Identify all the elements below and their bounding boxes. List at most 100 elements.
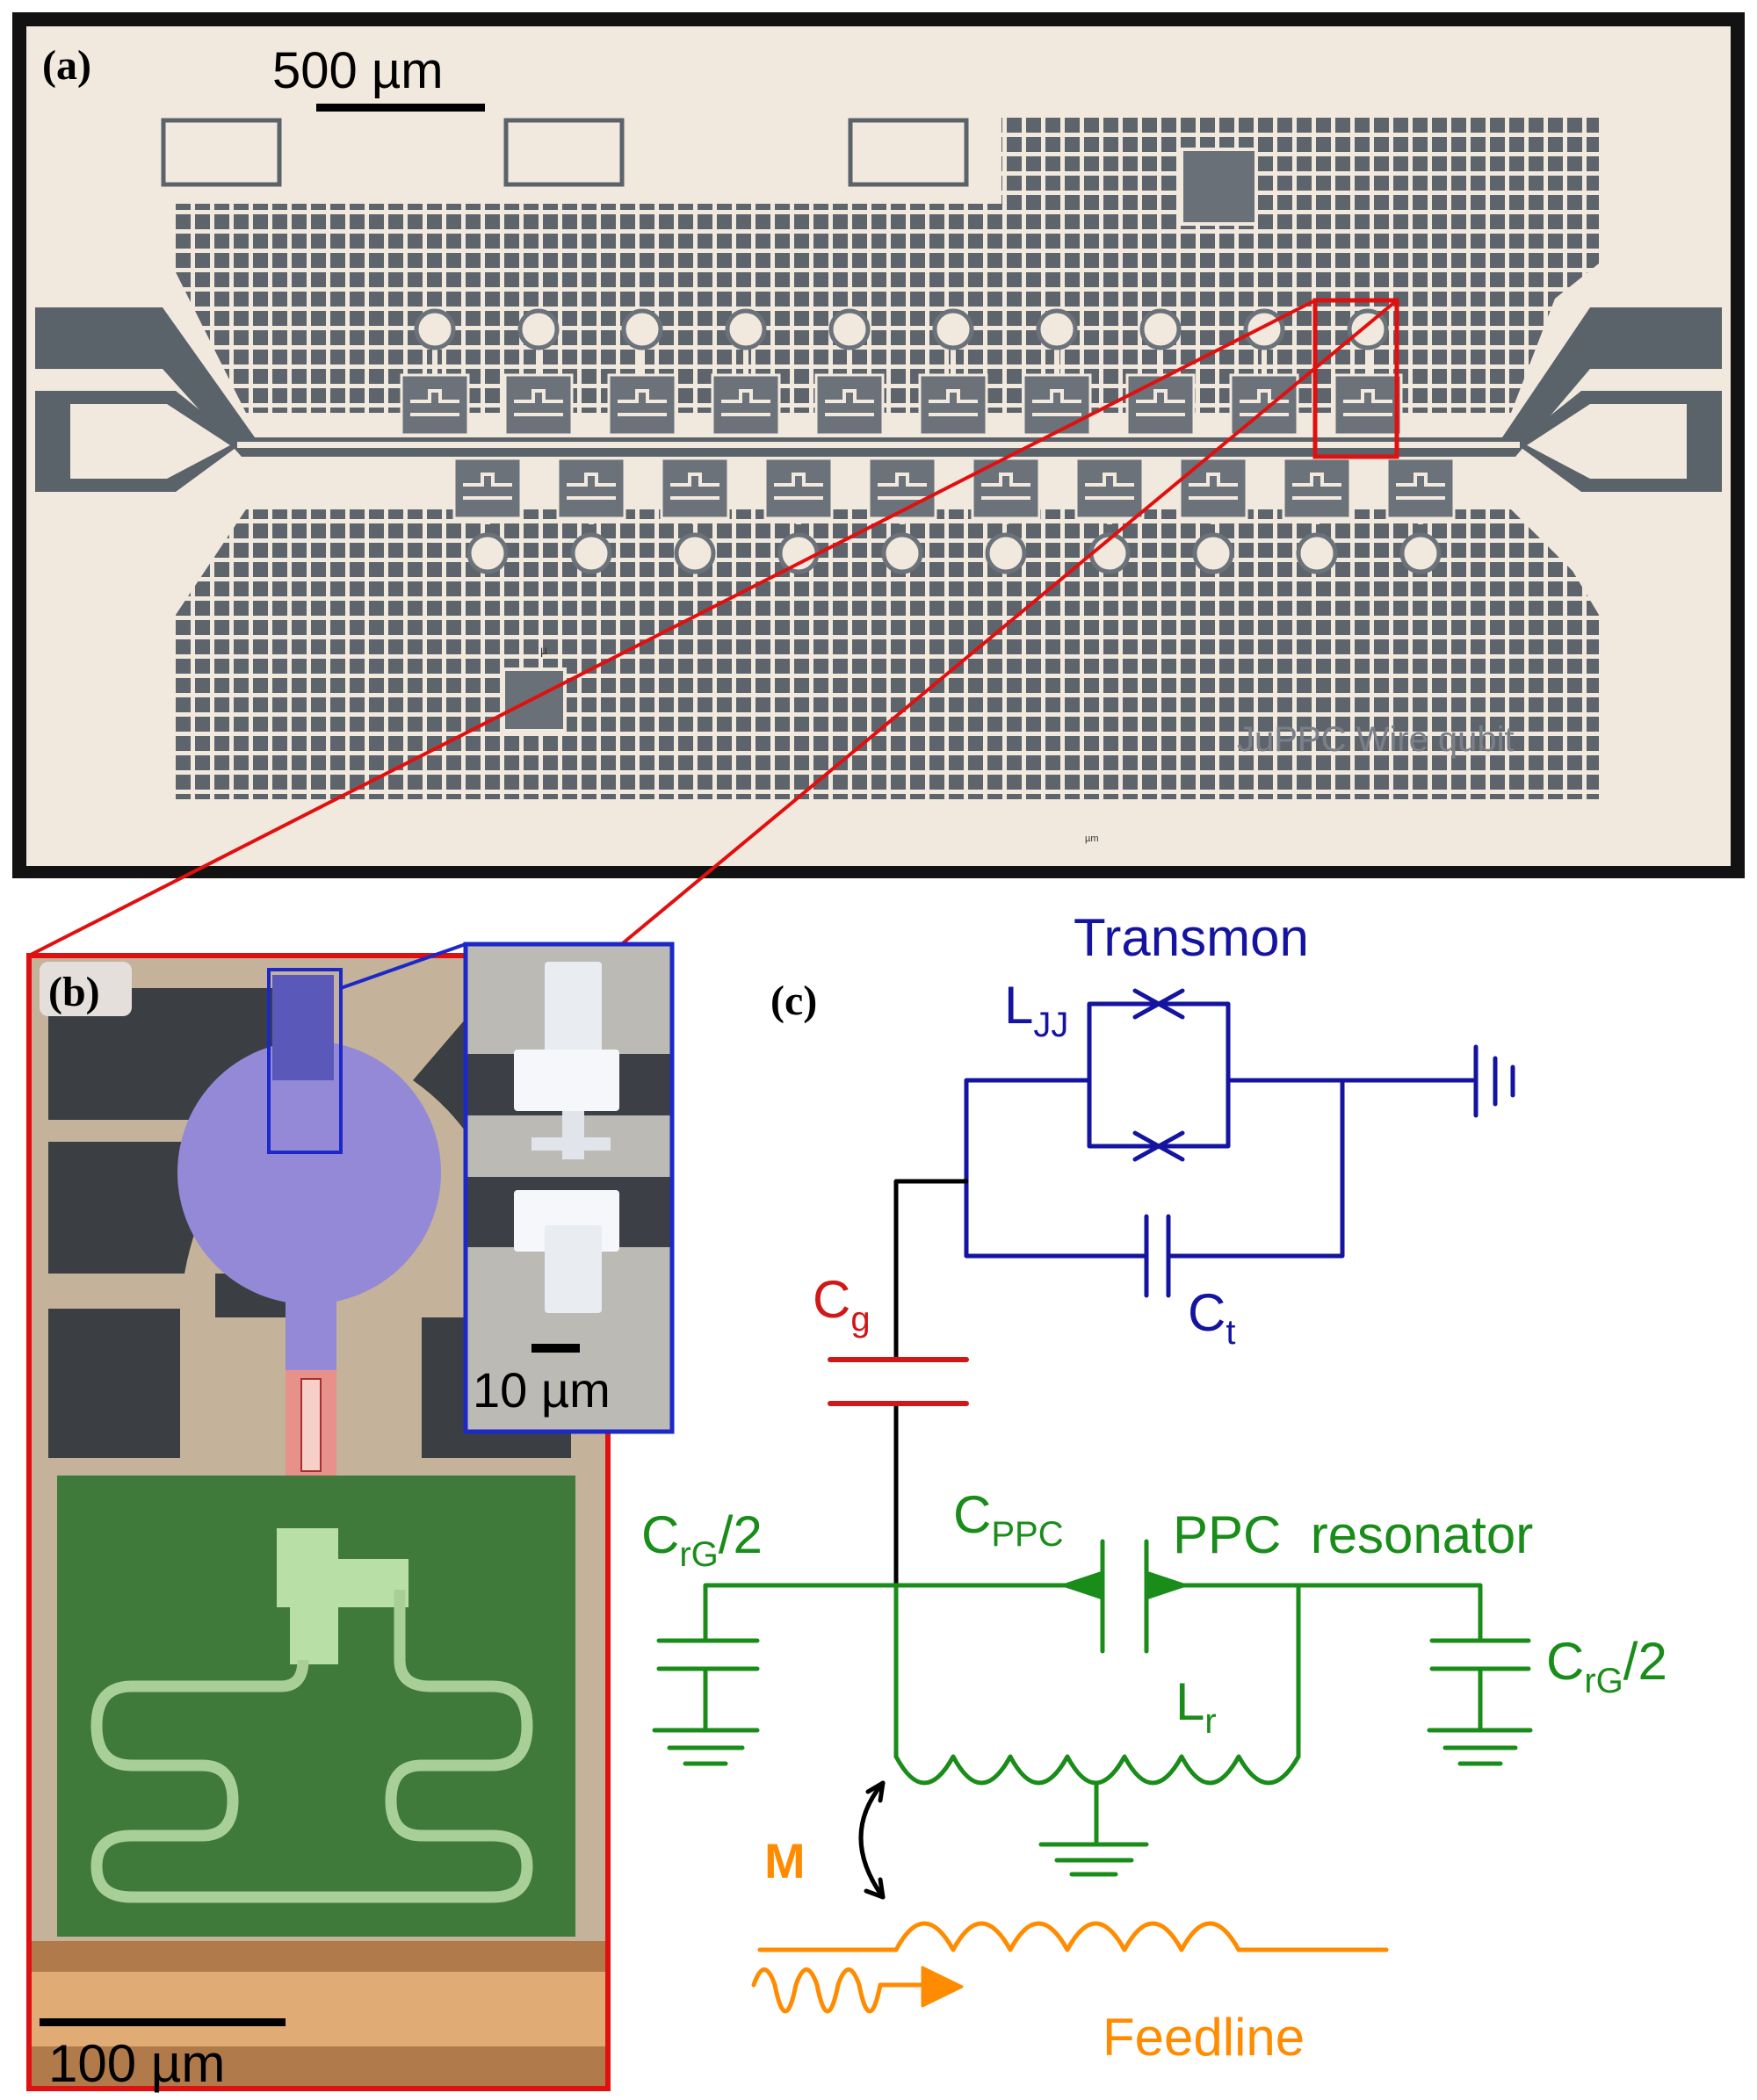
qubit-bottom-10 bbox=[1385, 457, 1456, 574]
scale-bar-a-text: 500 µm bbox=[272, 42, 444, 99]
ground-block-3 bbox=[48, 1309, 180, 1458]
transmon-stem bbox=[286, 1256, 336, 1370]
tiny-mark-2: µm bbox=[1085, 834, 1099, 844]
meander-mark bbox=[410, 389, 459, 416]
transmon-pad bbox=[881, 532, 923, 574]
ppc-pad bbox=[277, 1528, 409, 1664]
resonator-pad bbox=[763, 457, 834, 520]
right-launch-inner bbox=[1527, 404, 1687, 479]
panel-c-label: (c) bbox=[770, 978, 817, 1024]
chip-name: JuPPC Wire qubit bbox=[1237, 720, 1515, 759]
resonator-pad bbox=[1385, 457, 1456, 520]
qubit-bottom-7 bbox=[1074, 457, 1145, 574]
transmon-pad bbox=[1139, 308, 1182, 350]
transmon-pad bbox=[466, 532, 509, 574]
resonator-circuit bbox=[652, 1539, 1533, 1877]
meander-mark bbox=[929, 389, 978, 416]
panel-b: (b) 10 µm 100 µm bbox=[26, 942, 675, 2093]
qubit-bottom-8 bbox=[1178, 457, 1248, 574]
panel-a-label: (a) bbox=[42, 42, 91, 89]
meander-mark bbox=[1189, 473, 1238, 500]
inset-border bbox=[463, 942, 675, 1434]
ppc-plate-left-wedge bbox=[1061, 1570, 1104, 1600]
ground-grid-upper bbox=[1001, 114, 1599, 186]
zoom-line-right bbox=[606, 299, 1399, 957]
inset-junction-pad-4 bbox=[545, 1225, 602, 1313]
transmon-pad bbox=[777, 532, 820, 574]
crg-left-label: CrG/2 bbox=[641, 1505, 763, 1574]
coupling-wire bbox=[893, 1179, 969, 1588]
transmon-pad bbox=[828, 308, 871, 350]
scale-bar-b bbox=[40, 2018, 286, 2026]
resonator-pad bbox=[556, 457, 626, 520]
meander-mark bbox=[1396, 473, 1445, 500]
bond-pad-1 bbox=[161, 118, 282, 187]
meander-mark bbox=[567, 473, 616, 500]
transmon-pad bbox=[517, 308, 560, 350]
qubit-top-6 bbox=[918, 308, 988, 437]
meander-resonator bbox=[90, 1590, 533, 1903]
resonator-pad bbox=[1074, 457, 1145, 520]
qubit-bottom-1 bbox=[452, 457, 523, 574]
meander-mark bbox=[1085, 473, 1134, 500]
inset-junction-link bbox=[562, 1111, 584, 1159]
arrow-head-bottom-icon bbox=[864, 1877, 886, 1900]
transmon-pad bbox=[1192, 532, 1234, 574]
qubit-top-3 bbox=[607, 308, 677, 437]
bond-pad-2 bbox=[503, 118, 625, 187]
transmon-pad bbox=[985, 532, 1027, 574]
ljj-label: LJJ bbox=[1004, 976, 1068, 1044]
highlight-box bbox=[1312, 298, 1399, 459]
qubit-bottom-9 bbox=[1282, 457, 1352, 574]
resonator-pad bbox=[660, 457, 730, 520]
lr-label: Lr bbox=[1175, 1672, 1217, 1741]
junction-region bbox=[272, 975, 334, 1080]
signal-arrow-icon bbox=[921, 1966, 964, 2008]
transmon-pad bbox=[570, 532, 612, 574]
transmon-pad bbox=[1036, 308, 1078, 350]
transmon-pad bbox=[1347, 308, 1389, 350]
feedline-line bbox=[237, 442, 1520, 448]
meander-mark bbox=[774, 473, 823, 500]
ppc-resonator-label: PPC resonator bbox=[1173, 1505, 1533, 1564]
panel-b-label-bg bbox=[40, 962, 132, 1016]
mutual-inductance-arrow bbox=[858, 1780, 886, 1900]
qubit-top-2 bbox=[503, 308, 574, 437]
resonator-pad bbox=[1333, 373, 1403, 437]
ground-grid-top bbox=[176, 186, 1599, 413]
resonator-pad bbox=[607, 373, 677, 437]
resonator-pad bbox=[1282, 457, 1352, 520]
qubit-bottom-5 bbox=[867, 457, 937, 574]
meander-mark bbox=[878, 473, 927, 500]
ppc-plate-right-wedge bbox=[1145, 1570, 1188, 1600]
transmon-pad bbox=[1296, 532, 1338, 574]
inset-scale-text: 10 µm bbox=[473, 1362, 611, 1418]
crg-right-label: CrG/2 bbox=[1546, 1632, 1667, 1700]
panel-b-label: (b) bbox=[48, 969, 100, 1015]
feedline-label: Feedline bbox=[1103, 2008, 1305, 2067]
meander-mark bbox=[1136, 389, 1185, 416]
qubit-top-4 bbox=[711, 308, 781, 437]
transmon-pad bbox=[1399, 532, 1442, 574]
meander-mark bbox=[670, 473, 719, 500]
meander-mark bbox=[463, 473, 512, 500]
scale-bar-b-text: 100 µm bbox=[48, 2034, 225, 2093]
resonator-pad bbox=[711, 373, 781, 437]
transmon-pad bbox=[1243, 308, 1285, 350]
panel-a: (a) 500 µm JuPPC Wire qubit µ µm bbox=[12, 12, 1745, 878]
inset-junction-pad-2 bbox=[514, 1050, 619, 1111]
resonator-pad bbox=[503, 373, 574, 437]
m-label: M bbox=[764, 1833, 806, 1888]
qubit-top-10 bbox=[1333, 308, 1403, 437]
transmon-circuit bbox=[964, 1001, 1515, 1298]
cppc-label: CPPC bbox=[953, 1485, 1064, 1554]
zoom-line-left bbox=[28, 299, 1316, 957]
qubit-top-9 bbox=[1229, 308, 1299, 437]
bond-pad-3 bbox=[848, 118, 969, 187]
panel-b-border bbox=[26, 953, 611, 2091]
qubit-top-8 bbox=[1125, 308, 1196, 437]
meander-mark bbox=[1032, 389, 1081, 416]
feedline-circuit bbox=[751, 1921, 1389, 2014]
ground-block-2 bbox=[48, 1142, 127, 1274]
inset-highlight-box bbox=[267, 968, 343, 1154]
